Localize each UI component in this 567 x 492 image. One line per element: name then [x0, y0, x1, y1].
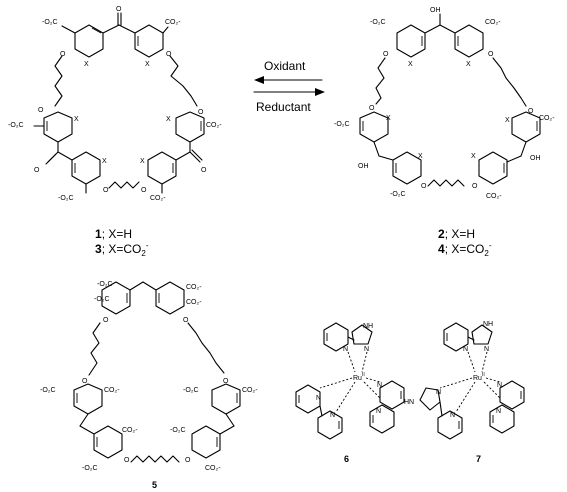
co2-label: CO₂-: [122, 427, 138, 434]
n-atom: N: [376, 408, 381, 415]
ether-o: O: [223, 378, 229, 385]
co2-label: -O₂C: [40, 387, 56, 394]
co2-label: CO₂-: [150, 195, 166, 202]
ketone-o: O: [34, 167, 40, 174]
co2-label: -O₂C: [82, 465, 98, 472]
co2-label: CO₂-: [104, 387, 120, 394]
reductant-label: Reductant: [256, 100, 311, 114]
ru-atom: RuII: [353, 372, 365, 382]
co2-label: -O₂C: [58, 195, 74, 202]
ether-o: O: [421, 183, 427, 190]
ether-o: O: [60, 51, 66, 58]
arrowhead-left: [254, 76, 264, 84]
svg-text:3; X=CO2-: 3; X=CO2-: [95, 241, 149, 258]
x-substituent: X: [471, 153, 476, 160]
n-atom: N: [330, 412, 335, 419]
co2-label: CO₂-: [539, 115, 555, 122]
co2-label: CO₂-: [242, 387, 258, 394]
x-substituent: X: [408, 61, 413, 68]
n-atom: N: [496, 408, 501, 415]
ruthenium-complex-7: N NH N RuII HN N N N N 7: [404, 321, 525, 464]
co2-label: CO₂-: [206, 122, 222, 129]
co2-label: -O₂C: [370, 19, 386, 26]
ether-o: O: [369, 105, 375, 112]
co2-label: -O₂C: [8, 122, 24, 129]
ether-o: O: [38, 107, 44, 114]
ketone-o: O: [201, 167, 207, 174]
compound-5-label: 5: [152, 480, 157, 490]
oxidant-label: Oxidant: [264, 59, 306, 73]
x-substituent: X: [84, 61, 89, 68]
ether-o: O: [383, 51, 389, 58]
co2-label: -O₂C: [97, 281, 113, 288]
co2-label: -O₂C: [183, 387, 199, 394]
ether-o: O: [528, 108, 534, 115]
ether-o: O: [472, 183, 478, 190]
n-atom: N: [343, 346, 348, 353]
ether-o: O: [488, 51, 494, 58]
x-substituent: X: [74, 116, 79, 123]
x-substituent: X: [505, 117, 510, 124]
x-substituent: X: [386, 115, 391, 122]
co2-label: -O₂C: [334, 121, 350, 128]
n-atom: N: [316, 395, 321, 402]
oh-label: OH: [358, 163, 369, 170]
hn-label: HN: [404, 399, 414, 406]
compound-6-label: 6: [344, 454, 349, 464]
co2-label: -O₂C: [170, 427, 186, 434]
x-substituent: X: [102, 158, 107, 165]
co2-label: CO₂-: [486, 193, 502, 200]
ether-o: O: [166, 51, 172, 58]
macrocycle-ketone: O -O₂C X O CO₂- X O O O -O₂C X CO₂- X: [8, 6, 222, 202]
n-atom: N: [450, 412, 455, 419]
macrocycle-alcohol: OH -O₂C X O CO₂- X O O O -O₂C X CO₂- X O…: [334, 7, 555, 200]
co2-label: CO₂-: [186, 284, 202, 291]
compound-7-label: 7: [476, 454, 481, 464]
arrowhead-right: [315, 88, 325, 96]
co2-label: CO₂-: [485, 19, 501, 26]
co2-label: CO₂-: [165, 19, 181, 26]
n-atom: N: [484, 346, 489, 353]
co2-label: CO₂-: [205, 465, 221, 472]
ether-o: O: [82, 378, 88, 385]
ether-o: O: [198, 109, 204, 116]
x-substituent: X: [418, 153, 423, 160]
nh-label: NH: [483, 321, 493, 328]
caption-1-3: 1; X=H 3; X=CO2-: [95, 227, 149, 258]
nh-label: NH: [363, 323, 373, 330]
co2-label: -O₂C: [42, 19, 58, 26]
ether-o: O: [103, 187, 109, 194]
ru-atom: RuII: [473, 372, 485, 382]
redox-arrows: Oxidant Reductant: [253, 59, 325, 114]
ruthenium-complex-6: N NH N RuII N N N N 6: [295, 322, 405, 464]
caption-2-4: 2; X=H 4; X=CO2-: [438, 227, 492, 258]
svg-text:4; X=CO2-: 4; X=CO2-: [438, 241, 492, 258]
ether-o: O: [185, 457, 191, 464]
x-substituent: X: [166, 116, 171, 123]
n-atom: N: [436, 389, 441, 396]
macrocycle-methylene: -O₂C -O₂C O CO₂- CO₂- O O O -O₂C CO₂- -O…: [40, 281, 258, 490]
n-atom: N: [364, 346, 369, 353]
oh-label: OH: [430, 7, 441, 14]
co2-label: -O₂C: [94, 296, 110, 303]
x-substituent: X: [466, 61, 471, 68]
ketone-o-top: O: [116, 6, 122, 13]
svg-text:1; X=H: 1; X=H: [95, 227, 132, 241]
co2-label: -O₂C: [390, 191, 406, 198]
x-substituent: X: [140, 158, 145, 165]
ether-o: O: [183, 317, 189, 324]
co2-label: CO₂-: [186, 299, 202, 306]
svg-text:2; X=H: 2; X=H: [438, 227, 475, 241]
ether-o: O: [103, 317, 109, 324]
n-atom: N: [377, 382, 382, 389]
oh-label: OH: [530, 155, 541, 162]
ether-o: O: [124, 457, 130, 464]
ether-o: O: [141, 187, 147, 194]
n-atom: N: [463, 346, 468, 353]
n-atom: N: [497, 382, 502, 389]
x-substituent: X: [145, 61, 150, 68]
